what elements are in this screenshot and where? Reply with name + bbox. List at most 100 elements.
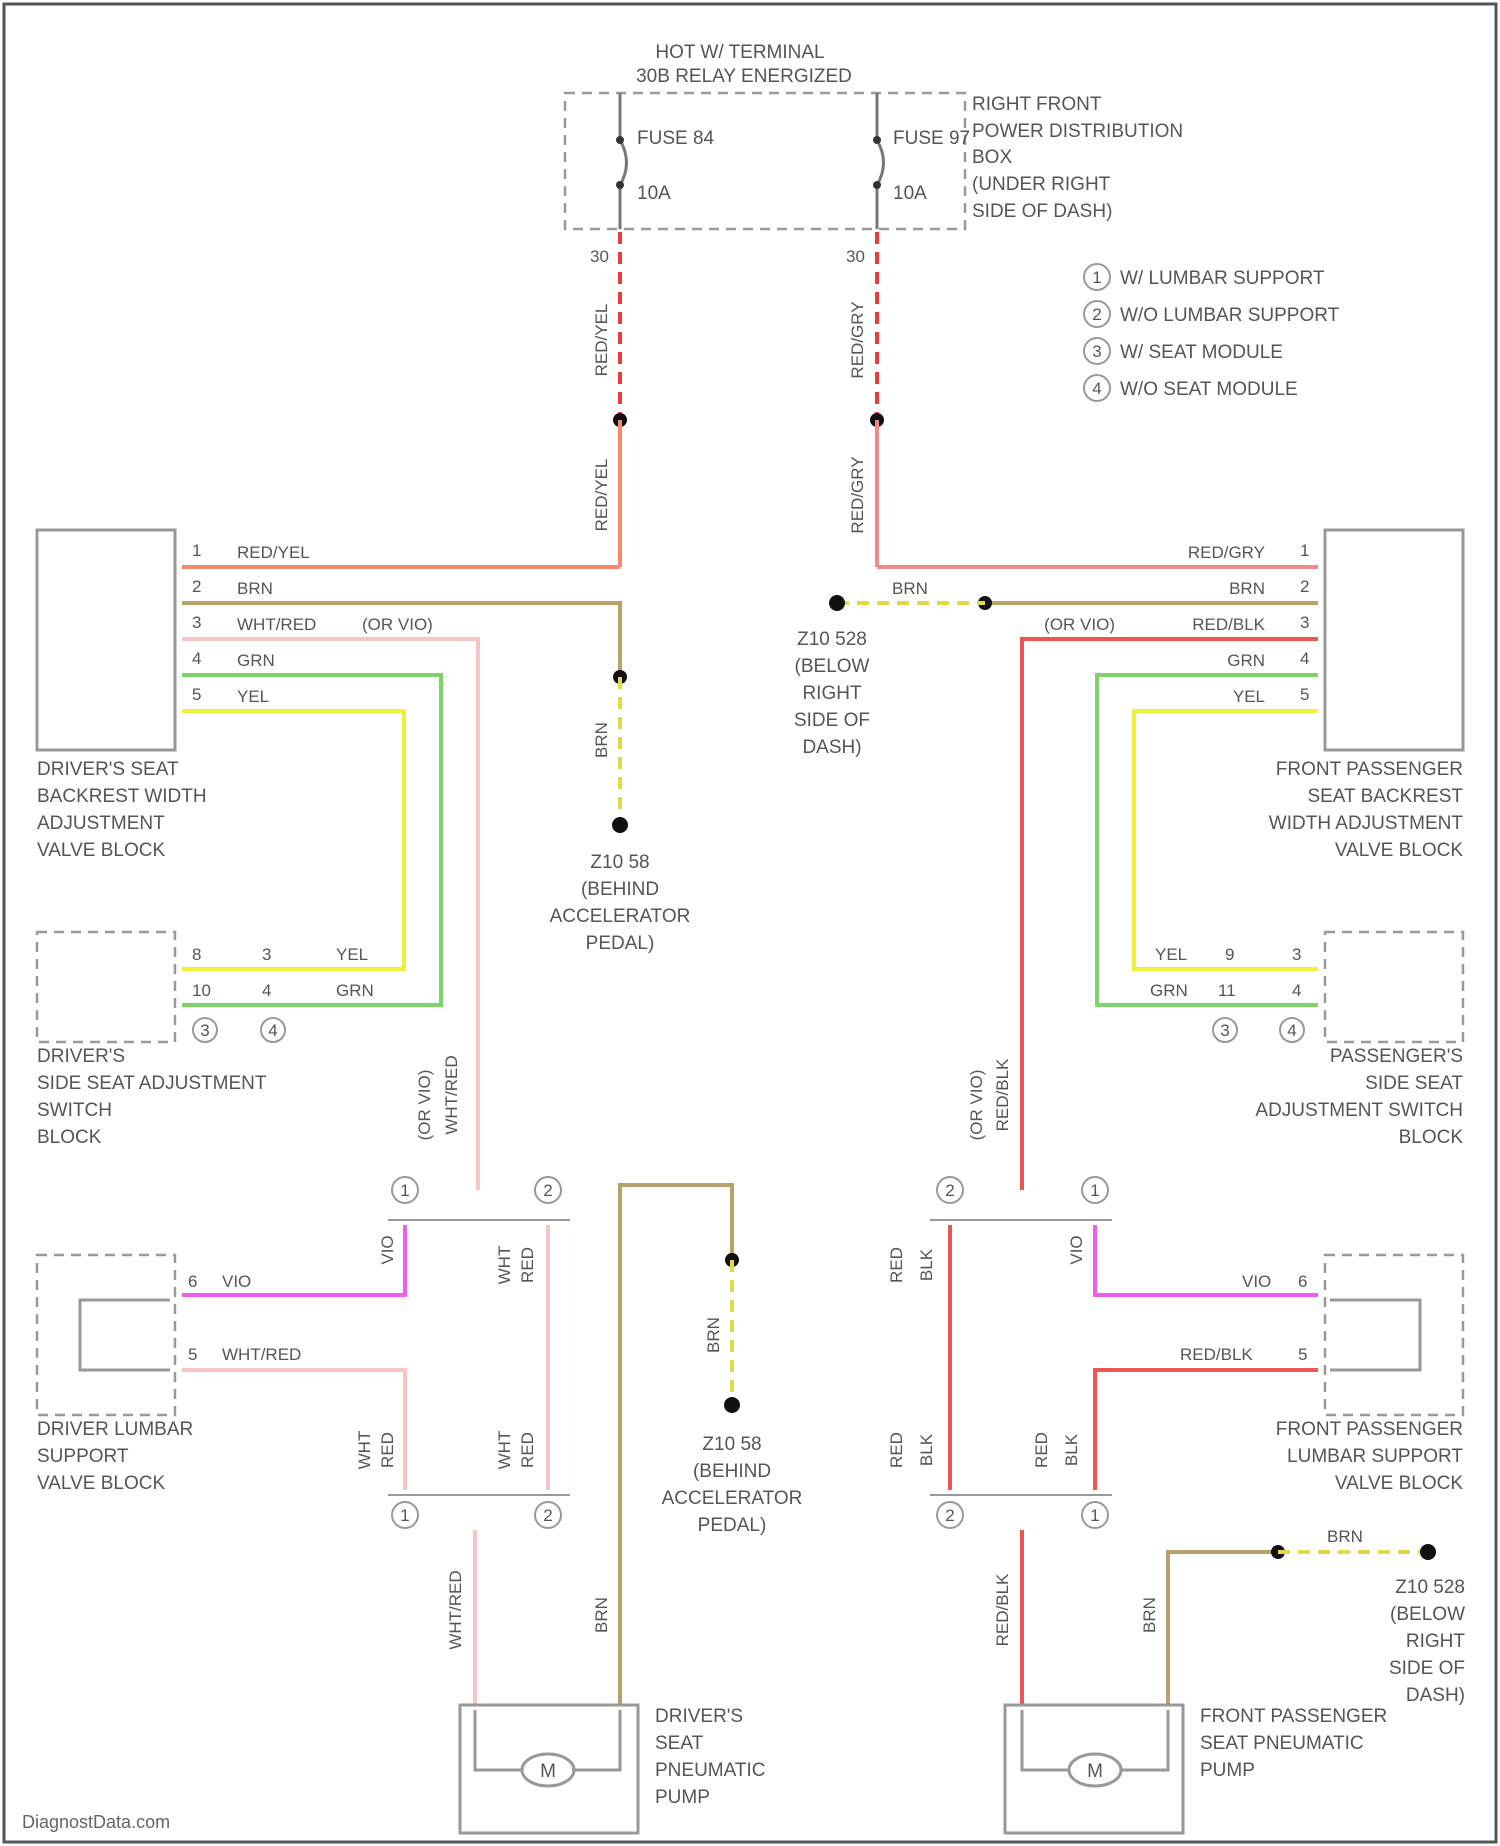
passenger-switch-pin-4: 4 bbox=[1292, 981, 1301, 1000]
wire-label-red-gry-lower: RED/GRY bbox=[848, 456, 867, 533]
passenger-lumbar-label-2: LUMBAR SUPPORT bbox=[1287, 1446, 1463, 1467]
wire-label-passenger-brn-dashed: BRN bbox=[892, 579, 928, 598]
fuse-97-node-bottom bbox=[873, 181, 881, 189]
passenger-switch-block bbox=[1325, 932, 1463, 1042]
relay-label-line2: 30B RELAY ENERGIZED bbox=[636, 66, 852, 87]
wire-driver-yel bbox=[182, 711, 404, 969]
passenger-backrest-pin-4: 4 bbox=[1300, 649, 1309, 668]
ground-528-a-line2: (BELOW bbox=[795, 656, 870, 677]
distribution-box-line5: SIDE OF DASH) bbox=[972, 201, 1112, 222]
wire-label-passenger-red-gry: RED/GRY bbox=[1188, 543, 1265, 562]
wire-label-passenger-switch-grn: GRN bbox=[1150, 981, 1188, 1000]
passenger-pump-label-3: PUMP bbox=[1200, 1760, 1255, 1781]
wire-passenger-yel bbox=[1134, 711, 1318, 969]
passenger-option-num-2b: 2 bbox=[945, 1506, 954, 1525]
wire-label-passenger-pump-brn: BRN bbox=[1140, 1597, 1159, 1633]
driver-switch-legend-num-3: 3 bbox=[200, 1021, 209, 1040]
driver-switch-pin-8: 8 bbox=[192, 945, 201, 964]
wire-label-passenger-or-vio: (OR VIO) bbox=[1044, 615, 1115, 634]
passenger-backrest-valve-block bbox=[1325, 530, 1463, 750]
passenger-lumbar-valve-block bbox=[1325, 1255, 1463, 1415]
wire-label-driver-wht-lower2: WHT bbox=[495, 1431, 514, 1470]
passenger-switch-label-4: BLOCK bbox=[1399, 1127, 1464, 1148]
passenger-lumbar-pin-5: 5 bbox=[1298, 1345, 1307, 1364]
passenger-switch-pin-11: 11 bbox=[1218, 981, 1236, 1000]
driver-lumbar-valve-block bbox=[37, 1255, 175, 1415]
driver-switch-pin-3: 3 bbox=[262, 945, 271, 964]
driver-lumbar-pin-6: 6 bbox=[188, 1272, 197, 1291]
driver-pump-motor-letter: M bbox=[540, 1761, 556, 1782]
wire-label-driver-wht-red: WHT/RED bbox=[237, 615, 316, 634]
passenger-switch-label-3: ADJUSTMENT SWITCH bbox=[1255, 1100, 1463, 1121]
passenger-pump-label-1: FRONT PASSENGER bbox=[1200, 1706, 1387, 1727]
passenger-backrest-pin-3: 3 bbox=[1300, 613, 1309, 632]
wire-label-driver-vio-vert: VIO bbox=[378, 1235, 397, 1264]
passenger-backrest-label-1: FRONT PASSENGER bbox=[1276, 759, 1463, 780]
wire-label-passenger-blk-lower: BLK bbox=[917, 1433, 936, 1466]
legend-text-3: W/ SEAT MODULE bbox=[1120, 342, 1283, 363]
ground-528-a-line5: DASH) bbox=[802, 737, 861, 758]
ground-528-a-line4: SIDE OF bbox=[794, 710, 870, 731]
driver-option-num-2: 2 bbox=[543, 1181, 552, 1200]
driver-lumbar-coil bbox=[80, 1300, 170, 1370]
legend-num-3: 3 bbox=[1092, 342, 1101, 361]
wire-label-passenger-lumbar-vio: VIO bbox=[1242, 1272, 1271, 1291]
ground-58-b-line2: (BEHIND bbox=[693, 1461, 771, 1482]
wire-label-passenger-red-lower: RED bbox=[887, 1432, 906, 1468]
legend-num-4: 4 bbox=[1092, 379, 1101, 398]
passenger-backrest-label-2: SEAT BACKREST bbox=[1307, 786, 1463, 807]
driver-switch-label-1: DRIVER'S bbox=[37, 1046, 125, 1067]
driver-backrest-label-3: ADJUSTMENT bbox=[37, 813, 165, 834]
passenger-lumbar-label-1: FRONT PASSENGER bbox=[1276, 1419, 1463, 1440]
ground-point-528-b bbox=[1420, 1544, 1436, 1560]
passenger-switch-pin-9: 9 bbox=[1225, 945, 1234, 964]
ground-58-b-line4: PEDAL) bbox=[698, 1515, 767, 1536]
legend-num-1: 1 bbox=[1092, 268, 1101, 287]
wire-label-driver-red-lower2: RED bbox=[518, 1432, 537, 1468]
passenger-lumbar-label-3: VALVE BLOCK bbox=[1335, 1473, 1463, 1494]
fuse-97-element bbox=[877, 140, 884, 185]
wire-label-driver-lumbar-vio: VIO bbox=[222, 1272, 251, 1291]
ground-528-b-line5: DASH) bbox=[1406, 1685, 1465, 1706]
legend-text-2: W/O LUMBAR SUPPORT bbox=[1120, 305, 1340, 326]
driver-lumbar-pin-5: 5 bbox=[188, 1345, 197, 1364]
fuse-97-pin: 30 bbox=[846, 247, 865, 266]
wire-label-passenger-yel: YEL bbox=[1233, 687, 1265, 706]
wire-label-driver-or-vio-vert: (OR VIO) bbox=[415, 1070, 434, 1141]
wire-label-driver-red-lower: RED bbox=[378, 1432, 397, 1468]
fuse-97-amp: 10A bbox=[893, 183, 927, 204]
fuse-97-label: FUSE 97 bbox=[893, 128, 970, 149]
wire-label-passenger-pump-red-blk: RED/BLK bbox=[993, 1573, 1012, 1646]
wire-label-driver-lumbar-wht-red: WHT/RED bbox=[222, 1345, 301, 1364]
fuse-84-pin: 30 bbox=[590, 247, 609, 266]
fuse-84-node-bottom bbox=[616, 181, 624, 189]
driver-pump-label-4: PUMP bbox=[655, 1787, 710, 1808]
wire-passenger-vio bbox=[1095, 1225, 1318, 1295]
passenger-option-num-1b: 1 bbox=[1090, 1506, 1099, 1525]
relay-label-line1: HOT W/ TERMINAL bbox=[655, 42, 824, 63]
driver-lumbar-label-1: DRIVER LUMBAR bbox=[37, 1419, 193, 1440]
fuse-84-label: FUSE 84 bbox=[637, 128, 715, 149]
wire-label-passenger-red-blk: RED/BLK bbox=[1192, 615, 1265, 634]
distribution-box-line3: BOX bbox=[972, 147, 1012, 168]
wire-label-red-yel-upper: RED/YEL bbox=[592, 304, 611, 377]
ground-point-58-a bbox=[612, 817, 628, 833]
passenger-switch-pin-3: 3 bbox=[1292, 945, 1301, 964]
ground-58-a-line1: Z10 58 bbox=[590, 852, 649, 873]
driver-option-num-2b: 2 bbox=[543, 1506, 552, 1525]
wire-label-driver-switch-grn: GRN bbox=[336, 981, 374, 1000]
wire-label-passenger-red-upper: RED bbox=[887, 1247, 906, 1283]
driver-backrest-pin-1: 1 bbox=[192, 541, 201, 560]
wire-driver-vio bbox=[182, 1225, 405, 1295]
wire-label-red-gry-upper: RED/GRY bbox=[848, 301, 867, 378]
wire-label-passenger-grn: GRN bbox=[1227, 651, 1265, 670]
wire-label-driver-wht-red-vert: WHT/RED bbox=[442, 1055, 461, 1134]
passenger-pump-motor-letter: M bbox=[1087, 1761, 1103, 1782]
passenger-option-num-1: 1 bbox=[1090, 1181, 1099, 1200]
wire-label-passenger-or-vio-vert: (OR VIO) bbox=[967, 1070, 986, 1141]
driver-backrest-valve-block bbox=[37, 530, 175, 750]
driver-backrest-label-4: VALVE BLOCK bbox=[37, 840, 165, 861]
wire-label-passenger-brn: BRN bbox=[1229, 579, 1265, 598]
ground-58-a-line4: PEDAL) bbox=[586, 933, 655, 954]
